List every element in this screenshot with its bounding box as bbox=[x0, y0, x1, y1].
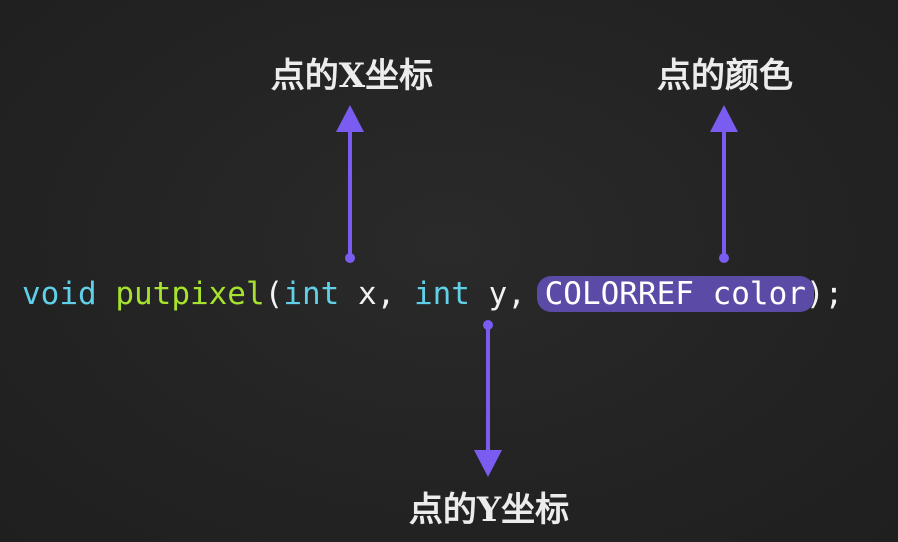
open-paren: ( bbox=[264, 276, 284, 312]
param-color-type: COLORREF bbox=[544, 276, 694, 312]
label-y-coordinate: 点的Y坐标 bbox=[408, 490, 570, 530]
arrow-y-coord bbox=[474, 320, 502, 477]
param-y-name: y, bbox=[469, 276, 545, 312]
function-signature: void putpixel(int x, int y, COLORREF col… bbox=[22, 272, 843, 316]
param-x-type: int bbox=[283, 276, 340, 312]
closing-tokens: ); bbox=[805, 276, 844, 312]
return-type: void bbox=[22, 276, 97, 312]
param-color-highlight: COLORREF color bbox=[536, 276, 814, 312]
label-x-coordinate: 点的X坐标 bbox=[270, 56, 434, 96]
param-y-type: int bbox=[413, 276, 470, 312]
arrow-color bbox=[710, 105, 738, 263]
param-color-name: color bbox=[693, 276, 806, 312]
arrow-x-coord bbox=[336, 105, 364, 263]
label-color: 点的颜色 bbox=[657, 56, 793, 96]
param-x-name: x, bbox=[339, 276, 414, 312]
function-name: putpixel bbox=[115, 276, 265, 312]
